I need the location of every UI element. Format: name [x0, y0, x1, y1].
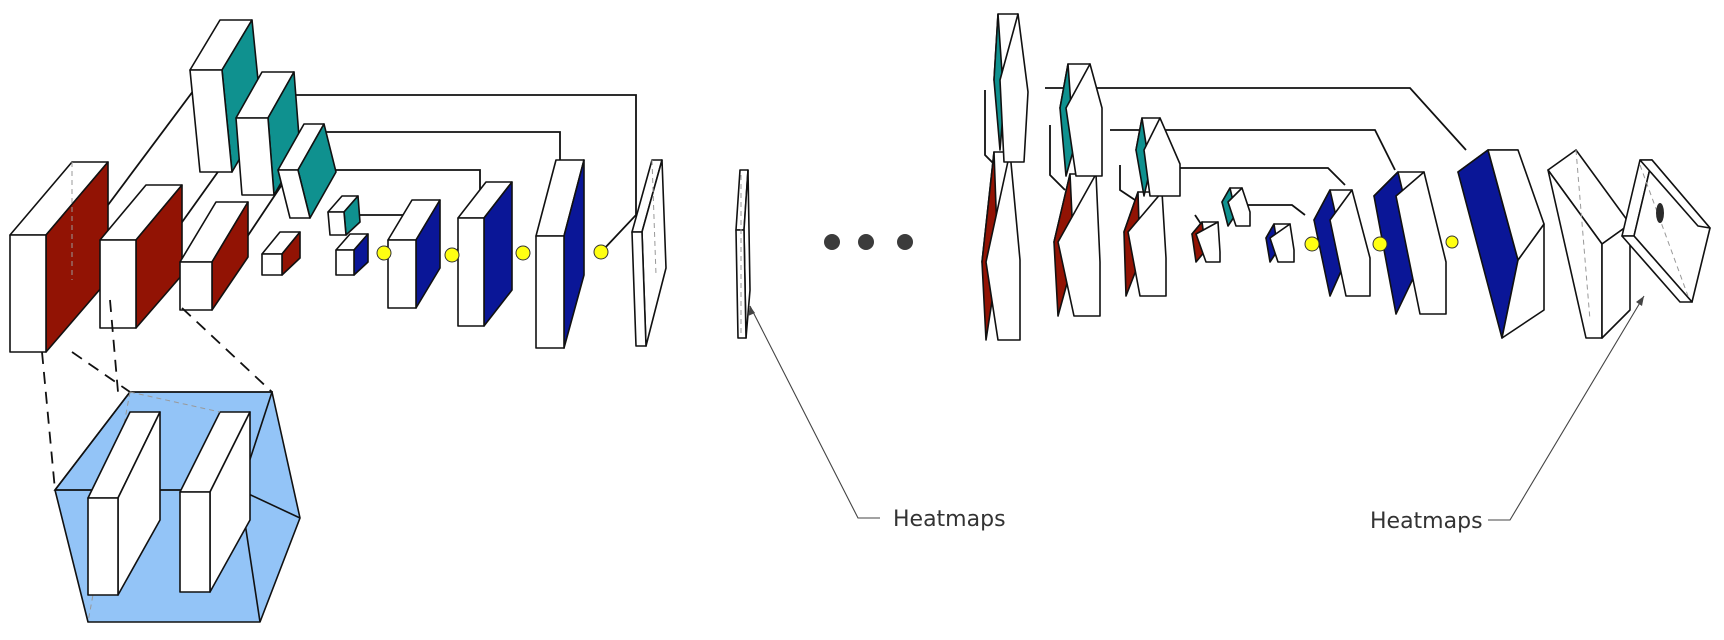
heatmap-callout-right: Heatmaps [1370, 295, 1645, 534]
encoder-block [981, 151, 1021, 341]
hourglass-n-skip-branch [993, 13, 1251, 227]
heatmaps-label-left: Heatmaps [893, 507, 1006, 532]
merge-node [1304, 236, 1320, 252]
heatmaps-label-right: Heatmaps [1370, 509, 1483, 534]
decoder-block [1373, 171, 1447, 315]
ellipsis-dot [824, 234, 840, 250]
skip-connection-line [1049, 125, 1066, 191]
encoder-block [261, 231, 301, 276]
skip-block [235, 71, 301, 196]
ellipsis-dot [858, 234, 874, 250]
encoder-block [9, 161, 109, 353]
output-block [631, 159, 667, 347]
skip-connection-line [1045, 87, 1467, 151]
encoder-block [99, 184, 183, 329]
heatmap-blob [1656, 203, 1664, 223]
decoder-block [457, 181, 513, 327]
hourglass-1-skip-branch [189, 19, 361, 236]
merge-node [376, 245, 392, 261]
merge-node [593, 244, 609, 260]
hourglass-n-decoder [1265, 149, 1631, 339]
encoder-block [1053, 173, 1101, 317]
skip-connection-line [240, 94, 637, 251]
merge-nodes-right [1304, 235, 1459, 252]
residual-module-inset [41, 299, 301, 623]
encoder-block [179, 201, 249, 311]
merge-node [1445, 235, 1459, 249]
decoder-block [535, 159, 585, 349]
skip-block [277, 123, 337, 219]
decoder-block [335, 233, 369, 276]
decoder-block [1313, 189, 1371, 297]
hourglass-n-encoder [981, 151, 1221, 341]
skip-connection-line [1228, 204, 1306, 216]
skip-connection-line [1178, 167, 1346, 186]
heatmap-slab-left [735, 169, 751, 339]
skip-block [1221, 187, 1251, 227]
merge-node [1372, 236, 1388, 252]
skip-block [1135, 117, 1181, 197]
output-block [1547, 149, 1631, 339]
hourglass-1-decoder [335, 159, 667, 349]
skip-block [993, 13, 1029, 163]
encoder-block [1123, 191, 1167, 297]
ellipsis-dot [897, 234, 913, 250]
skip-connection-line [1119, 165, 1136, 201]
heatmap-slab-right [1621, 159, 1711, 303]
heatmap-callout-left: Heatmaps [748, 305, 1006, 532]
merge-nodes-left [376, 244, 609, 263]
encoder-block [1191, 221, 1221, 263]
decoder-block [1265, 223, 1295, 263]
skip-block [1059, 63, 1103, 177]
skip-connection-line [1110, 129, 1396, 171]
decoder-block [1457, 149, 1545, 339]
decoder-block [387, 199, 441, 309]
merge-node [515, 245, 531, 261]
ellipsis [824, 234, 913, 250]
skip-block [327, 195, 361, 236]
hourglass-1-encoder [9, 161, 301, 353]
merge-node [444, 247, 460, 263]
